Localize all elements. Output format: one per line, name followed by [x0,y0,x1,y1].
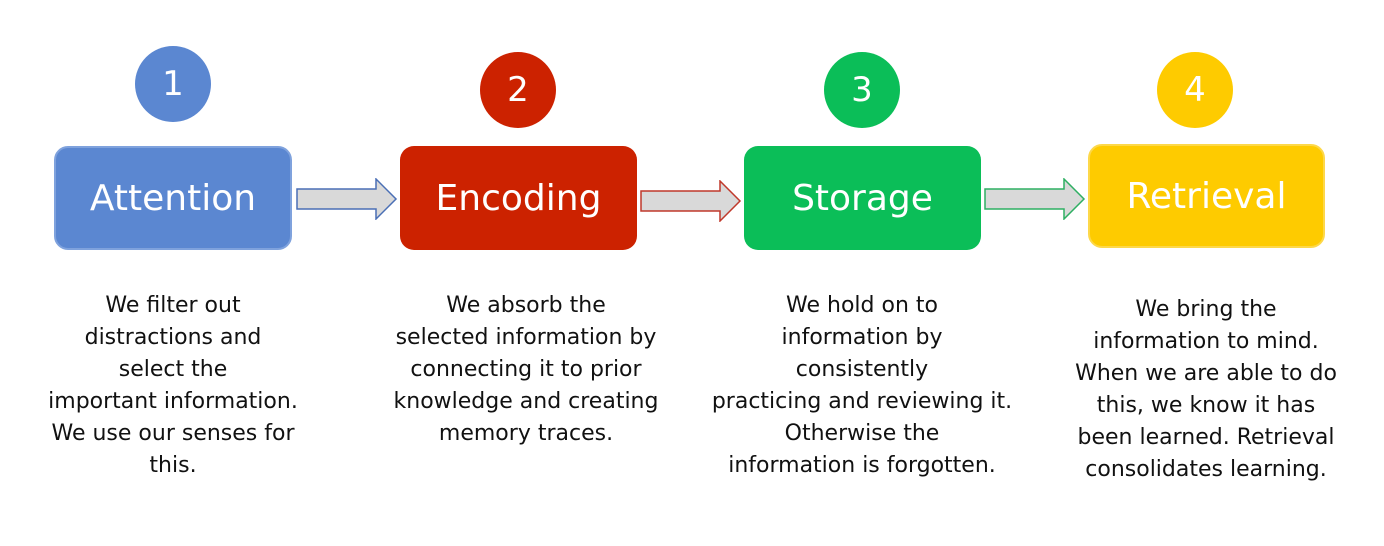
description-line: Otherwise the [784,421,940,446]
right-arrow-icon [640,180,742,222]
description-line: We hold on to [786,293,938,318]
step-box-attention: Attention [54,146,292,250]
description-line: We absorb the [446,293,606,318]
step-box-encoding: Encoding [400,146,637,250]
step-box-retrieval: Retrieval [1088,144,1325,248]
step-number-badge: 1 [135,46,211,122]
description-line: been learned. Retrieval [1077,425,1335,450]
description-line: knowledge and creating [393,389,659,414]
step-description: We absorb the selected information by co… [394,290,659,450]
description-line: select the [118,357,228,382]
step-number-badge: 2 [480,52,556,128]
description-line: selected information by [395,325,657,350]
description-line: consistently [795,357,929,382]
right-arrow-icon [296,178,398,220]
description-line: memory traces. [438,421,614,446]
description-line: practicing and reviewing it. [711,389,1013,414]
description-line: this. [149,453,197,478]
description-line: When we are able to do [1075,361,1337,386]
step-description: We hold on to information by consistentl… [712,290,1012,482]
description-line: information is forgotten. [728,453,996,478]
description-line: information to mind. [1093,329,1319,354]
description-line: this, we know it has [1096,393,1316,418]
step-description: We bring the information to mind. When w… [1075,294,1337,486]
description-line: We filter out [105,293,241,318]
description-line: We bring the [1135,297,1277,322]
description-line: distractions and [84,325,262,350]
description-line: important information. [48,389,298,414]
description-line: We use our senses for [51,421,295,446]
step-number-badge: 4 [1157,52,1233,128]
description-line: consolidates learning. [1085,457,1327,482]
step-number-badge: 3 [824,52,900,128]
step-description: We filter out distractions and select th… [48,290,298,482]
step-box-storage: Storage [744,146,981,250]
description-line: information by [781,325,943,350]
description-line: connecting it to prior [410,357,642,382]
right-arrow-icon [984,178,1086,220]
